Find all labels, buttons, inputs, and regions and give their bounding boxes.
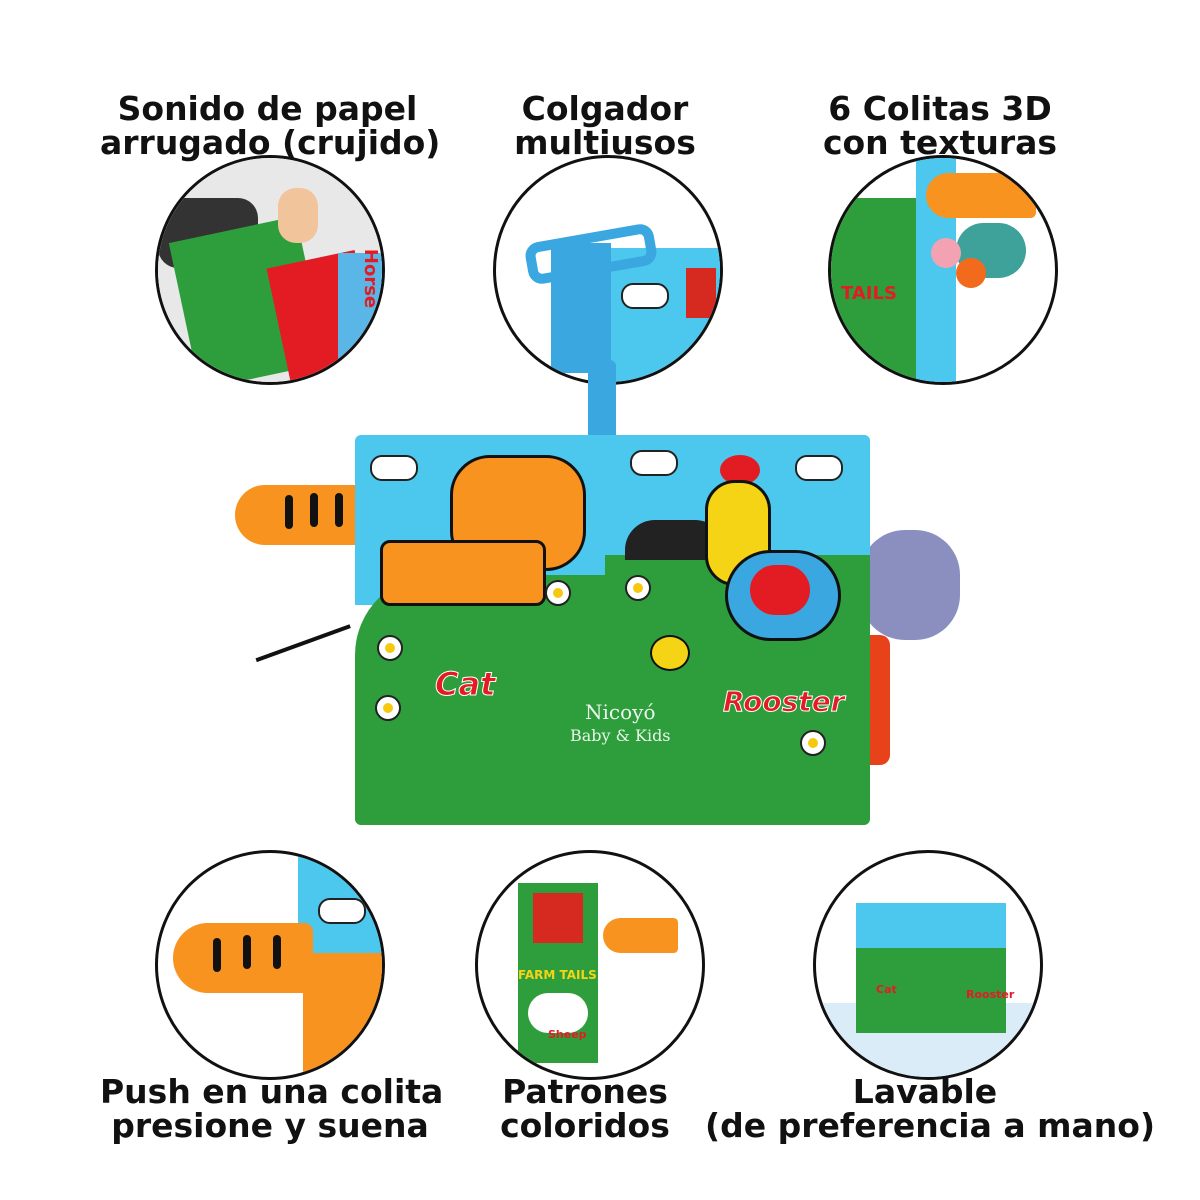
caption-line: Patrones <box>502 1072 668 1111</box>
caption-line: multiusos <box>514 123 696 162</box>
hanger-photo <box>493 155 723 385</box>
watermark-line: Nicoyó <box>585 700 656 724</box>
sheep-label: Sheep <box>548 1028 587 1041</box>
book-cover-photo: FARM TAILS Sheep <box>475 850 705 1080</box>
squeaker-photo <box>155 850 385 1080</box>
caption-line: Sonido de papel <box>117 89 418 128</box>
caption-line: arrugado (crujido) <box>100 123 441 162</box>
cover-title: FARM TAILS <box>518 968 597 982</box>
caption-line: con texturas <box>822 123 1058 162</box>
mini-rooster-label: Rooster <box>966 988 1015 1001</box>
watermark-line: Baby & Kids <box>570 726 671 745</box>
cat-label: Cat <box>434 665 496 704</box>
caption-line: (de preferencia a mano) <box>705 1106 1156 1145</box>
horse-label: Horse <box>360 248 382 309</box>
crinkle-photo: Horse <box>155 155 385 385</box>
brand-watermark: Nicoyó Baby & Kids <box>570 700 671 748</box>
caption-line: Colgador <box>521 89 689 128</box>
tails-photo: TAILS <box>828 155 1058 385</box>
tails-label: TAILS <box>841 283 897 304</box>
fish-scale-tail <box>860 530 960 640</box>
rooster-label: Rooster <box>723 685 845 719</box>
caption-line: Push en una colita <box>100 1072 444 1111</box>
caption-tails: 6 Colitas 3D con texturas <box>815 92 1065 160</box>
caption-washable: Lavable (de preferencia a mano) <box>705 1072 1156 1145</box>
right-page: Rooster <box>605 435 870 825</box>
caption-patterns: Patrones coloridos <box>490 1075 680 1143</box>
cow-tail <box>255 624 365 700</box>
mini-cat-label: Cat <box>876 983 897 996</box>
caption-line: coloridos <box>500 1106 670 1145</box>
cat-tail <box>235 485 375 545</box>
caption-crinkle-sound: Sonido de papel arrugado (crujido) <box>100 89 441 162</box>
chick-illustration <box>650 635 690 671</box>
caption-hanger: Colgador multiusos <box>490 92 720 160</box>
caption-line: 6 Colitas 3D <box>828 89 1052 128</box>
cat-illustration <box>380 455 586 615</box>
caption-squeaker: Push en una colita presione y suena <box>100 1072 444 1145</box>
caption-line: Lavable <box>852 1072 998 1111</box>
washable-photo: Cat Rooster <box>813 850 1043 1080</box>
cloth-book: Cat Rooster Nicoyó Baby & Kids <box>235 435 960 825</box>
left-page: Cat <box>355 435 605 825</box>
caption-line: presione y suena <box>111 1106 429 1145</box>
rooster-illustration <box>675 455 855 655</box>
